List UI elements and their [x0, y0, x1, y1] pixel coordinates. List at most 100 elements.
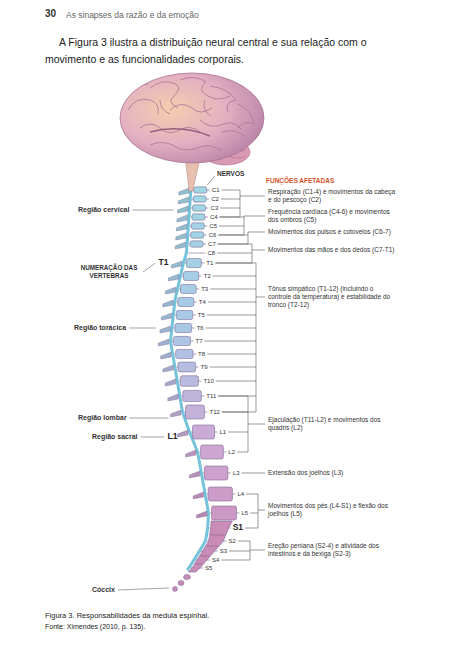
- sacral-segment: [207, 546, 219, 547]
- spinous-process: [168, 394, 179, 401]
- vertebra-body: [178, 362, 196, 372]
- figure-source: Fonte: Ximendes (2010, p. 135).: [45, 623, 145, 631]
- spinous-process: [171, 410, 182, 417]
- coccyx-segment: [173, 587, 178, 592]
- vertebra-number: L2: [228, 449, 235, 456]
- region-label: Cóccix: [92, 586, 115, 594]
- bracket-line: [208, 302, 256, 303]
- leader-line: [141, 436, 165, 437]
- bracket-line: [248, 231, 265, 232]
- bracket-line: [244, 216, 265, 217]
- bracket-line: [228, 432, 248, 433]
- function-text: Respiração (C1-4) e movimentos da cabeça…: [268, 188, 396, 204]
- coccyx-segment: [184, 575, 191, 580]
- leader-line: [143, 263, 155, 272]
- bracket-line: [258, 510, 265, 511]
- bracket-line: [221, 199, 240, 200]
- vertebra-number: T4: [199, 299, 206, 306]
- function-text: Movimentos das mãos e dos dedos (C7-T1): [268, 246, 396, 254]
- bracket-line: [240, 196, 265, 197]
- vertebra-body: [193, 196, 206, 202]
- spinous-process: [178, 430, 189, 437]
- vertebra-body: [204, 466, 228, 480]
- leader-line: [207, 176, 215, 185]
- vertebra-body: [175, 323, 192, 332]
- bracket-line: [252, 249, 265, 250]
- bracket-line: [222, 412, 256, 413]
- numbering-label: NUMERAÇÃO DAS VERTEBRAS: [78, 264, 140, 279]
- vertebra-body: [180, 284, 196, 293]
- body-paragraph: A Figura 3 ilustra a distribuição neural…: [45, 34, 420, 68]
- spinous-process: [158, 339, 169, 346]
- bracket-line: [206, 328, 256, 329]
- bracket-line: [252, 472, 265, 473]
- bracket-line: [220, 217, 244, 218]
- vertebra-number: C1: [212, 187, 220, 194]
- bracket-line: [210, 367, 256, 368]
- region-label: Região sacral: [92, 433, 138, 441]
- bracket-line: [250, 541, 251, 560]
- figure-caption: Figura 3. Responsabilidades da medula es…: [45, 611, 209, 620]
- function-text: Tônus simpático (T1-12) (incluindo o con…: [268, 285, 396, 308]
- vertebra-marker: T1: [158, 258, 168, 267]
- running-header: As sinapses da razão e da emoção: [66, 10, 199, 20]
- function-text: Movimentos dos pés (L4-S1) e flexão dos …: [268, 502, 396, 518]
- spinal-cord: [171, 186, 209, 570]
- vertebra-number: T10: [203, 378, 213, 385]
- spinal-column: [158, 186, 236, 592]
- bracket-line: [256, 296, 265, 297]
- bracket-line: [258, 494, 259, 528]
- bracket-line: [218, 396, 248, 397]
- vertebra-number: L1: [220, 429, 227, 436]
- vertebra-body: [191, 223, 204, 229]
- leader-line: [129, 327, 156, 328]
- function-text: Frequência cardíaca (C4-6) e movimentos …: [268, 208, 396, 224]
- sacral-segment: [195, 564, 202, 565]
- spinous-process: [165, 287, 176, 294]
- spinous-process: [161, 352, 172, 359]
- bracket-line: [218, 244, 252, 245]
- spinous-process: [177, 215, 188, 222]
- bracket-line: [216, 381, 256, 382]
- bracket-line: [207, 354, 256, 355]
- bracket-line: [221, 190, 240, 191]
- vertebra-number: T3: [201, 286, 208, 293]
- spinous-process: [176, 224, 187, 231]
- bracket-line: [229, 551, 250, 552]
- vertebra-number: C2: [211, 196, 219, 203]
- bracket-line: [220, 208, 240, 209]
- vertebra-number: T5: [198, 312, 205, 319]
- vertebra-body: [176, 349, 193, 358]
- vertebra-body: [173, 336, 190, 345]
- vertebra-body: [201, 445, 224, 459]
- vertebra-number: L4: [237, 491, 244, 498]
- spinous-process: [176, 233, 187, 240]
- bracket-line: [248, 424, 265, 425]
- spinous-process: [168, 274, 179, 281]
- function-text: Ereção peniana (S2-4) e atividade dos in…: [268, 542, 396, 558]
- vertebra-number: S2: [228, 538, 235, 545]
- bracket-line: [246, 494, 258, 495]
- vertebra-number: L3: [233, 470, 240, 477]
- vertebra-number: C5: [209, 223, 217, 230]
- vertebra-body: [186, 258, 201, 267]
- functions-heading: FUNÇÕES AFETADAS: [266, 177, 334, 185]
- spinous-process: [193, 492, 204, 499]
- vertebra-marker: S1: [233, 523, 243, 532]
- vertebra-number: C7: [208, 241, 216, 248]
- vertebra-body: [178, 297, 194, 306]
- vertebra-number: T8: [198, 351, 205, 358]
- bracket-line: [219, 226, 244, 227]
- region-label: Região cervical: [78, 206, 129, 214]
- spinous-process: [165, 379, 176, 386]
- bracket-line: [245, 528, 258, 529]
- vertebra-number: C8: [208, 250, 216, 257]
- vertebra-body: [190, 241, 203, 247]
- sacral-segment: [211, 535, 225, 536]
- function-text: Extensão dos joelhos (L3): [268, 469, 396, 477]
- bracket-line: [256, 263, 257, 412]
- coccyx-segment: [178, 581, 184, 586]
- spinous-process: [160, 326, 171, 333]
